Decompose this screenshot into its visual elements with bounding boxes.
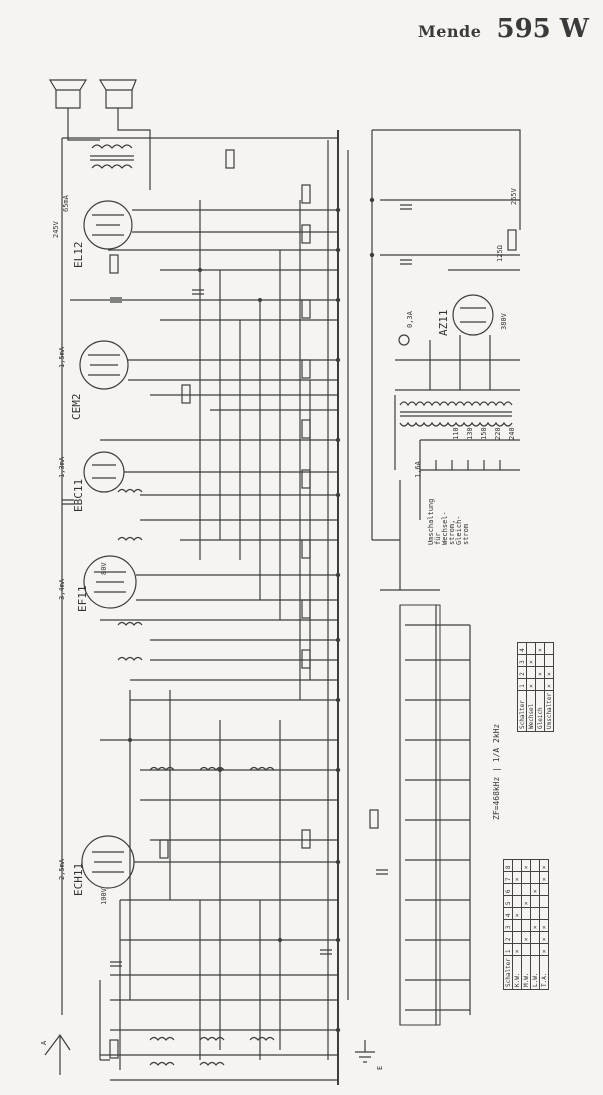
tube-az11-icon (452, 294, 494, 336)
fuse-label: 0,3A (406, 311, 414, 328)
ground-icon (355, 1040, 375, 1063)
page-header: Mende 595 W (418, 14, 589, 44)
table-cell: M.W. (521, 955, 531, 990)
tube-label-cem2: CEM2 (70, 393, 83, 421)
table-cell: 2 (503, 931, 513, 944)
voltage-label: 380V (500, 313, 508, 330)
mains-switch-note: Umschaltung für Wechsel- strom, Gleich- … (427, 498, 470, 545)
fuse-label: 1,6A (414, 461, 422, 478)
table-cell: 4 (517, 642, 527, 655)
mains-tap-label: 220 (494, 427, 502, 440)
table-cell: Gleich (535, 690, 545, 732)
tube-cem2-icon (79, 340, 129, 390)
earth-label: E (376, 1065, 384, 1070)
table-cell: 7 (503, 871, 513, 884)
table-cell: L.W. (530, 955, 540, 990)
mains-tap-label: 130 (466, 427, 474, 440)
table-cell: 2 (517, 666, 527, 679)
table-cell: 1 (503, 943, 513, 956)
table-cell: 3 (503, 919, 513, 932)
voltage-label: 265V (510, 188, 518, 205)
capacitor-icon (62, 204, 412, 967)
current-label: 1,3mA (58, 456, 66, 478)
table-cell: 5 (503, 895, 513, 908)
current-label: 65mA (62, 195, 70, 212)
switch-bank-contacts (405, 624, 471, 1015)
table-cell: 6 (503, 883, 513, 896)
tube-ebc11-icon (83, 451, 125, 493)
tube-label-el12: EL12 (72, 241, 85, 269)
table-cell: 8 (503, 859, 513, 872)
tube-ef11-icon (83, 555, 137, 609)
antenna-icon (44, 1033, 71, 1075)
speaker-icon (48, 79, 137, 109)
current-label: 2,5mA (58, 858, 66, 880)
brand-name: Mende (418, 22, 482, 41)
table-cell: 4 (503, 907, 513, 920)
table-cell: 3 (517, 654, 527, 667)
resistor-icon (109, 149, 517, 1059)
tube-label-ef11: EF11 (76, 585, 89, 613)
table-cell: Umschalter (544, 690, 554, 732)
tube-el12-icon (83, 200, 133, 250)
mains-tap-label: 110 (452, 427, 460, 440)
table-cell: Schalter (517, 690, 527, 732)
voltage-label: 245V (52, 221, 60, 238)
table-cell: Wechsel (526, 690, 536, 732)
current-label: 3,4mA (58, 578, 66, 600)
mains-tap-label: 240 (508, 427, 516, 440)
model-number: 595 W (496, 14, 590, 44)
tube-label-az11: AZ11 (437, 309, 450, 337)
tube-label-ech11: ECH11 (72, 862, 85, 896)
antenna-label: A (40, 1040, 48, 1045)
table-cell: 1 (517, 678, 527, 691)
current-label: 1,5mA (58, 346, 66, 368)
voltage-label: 80V (100, 562, 108, 575)
table-cell: T.A. (539, 955, 549, 990)
voltage-label: 100V (100, 888, 108, 905)
mains-tap-label: 150 (480, 427, 488, 440)
if-frequency-label: ZF=468kHz | 1/A 2kHz (492, 723, 501, 820)
resistor-value-label: 125Ω (496, 245, 504, 262)
table-cell: Schalter (503, 955, 513, 990)
tube-label-ebc11: EBC11 (72, 478, 85, 512)
table-cell: K.W. (512, 955, 522, 990)
